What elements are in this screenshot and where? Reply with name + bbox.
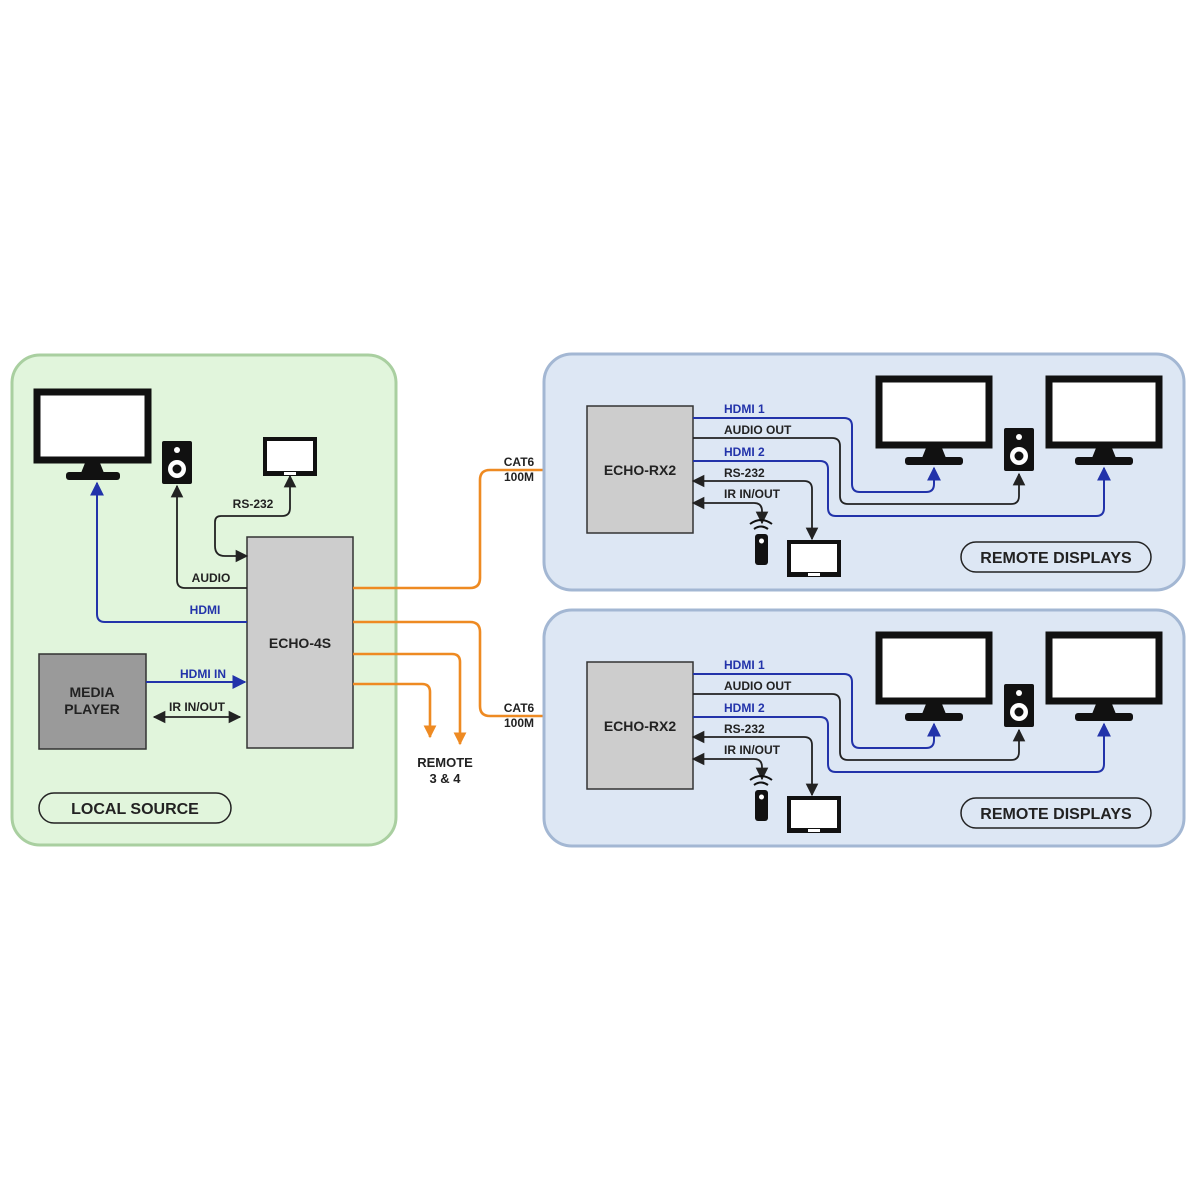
hdmi2-label: HDMI 2 bbox=[724, 445, 765, 459]
cat6-link-2 bbox=[353, 620, 584, 723]
echo-rx2-unit bbox=[586, 661, 694, 790]
hdmi-label: HDMI bbox=[190, 603, 221, 617]
monitor-icon bbox=[875, 631, 993, 721]
hdmi2-line bbox=[693, 460, 1111, 517]
audio-out-label: AUDIO OUT bbox=[724, 679, 792, 693]
cat6-length-2: 100M bbox=[504, 716, 534, 730]
cat6-links: CAT6 100M CAT6 100M REMOTE 3 & 4 bbox=[353, 455, 584, 786]
rs232-line bbox=[691, 474, 819, 541]
rs232-label: RS-232 bbox=[724, 722, 765, 736]
remote-out-label-1: REMOTE bbox=[417, 755, 473, 770]
monitor-icon bbox=[875, 375, 993, 465]
cat6-length-1: 100M bbox=[504, 470, 534, 484]
hdmi2-line bbox=[693, 716, 1111, 773]
ir-line bbox=[691, 496, 769, 525]
ir-label: IR IN/OUT bbox=[724, 487, 781, 501]
audio-label: AUDIO bbox=[192, 571, 231, 585]
hdmi1-label: HDMI 1 bbox=[724, 658, 765, 672]
echo-4s-label: ECHO-4S bbox=[269, 635, 331, 651]
echo-rx2-unit bbox=[586, 405, 694, 534]
ir-label: IR IN/OUT bbox=[724, 743, 781, 757]
audio-out-line bbox=[693, 437, 1026, 505]
tablet-icon bbox=[787, 796, 841, 833]
local-source-pill bbox=[38, 792, 232, 824]
speaker-icon bbox=[162, 441, 192, 484]
monitor-icon bbox=[1045, 375, 1163, 465]
speaker-icon bbox=[1004, 428, 1034, 471]
audio-out-line bbox=[693, 693, 1026, 761]
remote-displays-pill bbox=[960, 797, 1152, 829]
ir-label: IR IN/OUT bbox=[169, 700, 226, 714]
cat6-link-3 bbox=[353, 652, 467, 746]
rs232-label: RS-232 bbox=[724, 466, 765, 480]
hdmi-line bbox=[90, 481, 247, 623]
echo-rx2-label: ECHO-RX2 bbox=[604, 462, 677, 478]
rs232-line bbox=[214, 474, 297, 563]
media-player-unit bbox=[38, 653, 147, 750]
monitor-icon bbox=[33, 388, 152, 480]
cat6-link-4 bbox=[353, 682, 437, 739]
hdmi2-label: HDMI 2 bbox=[724, 701, 765, 715]
speaker-icon bbox=[1004, 684, 1034, 727]
remote-displays-pill bbox=[960, 541, 1152, 573]
ir-line bbox=[691, 752, 769, 781]
remote-displays-panel-2: ECHO-RX2 HDMI 1 AUDIO OUT HDMI 2 RS-232 … bbox=[542, 608, 1186, 848]
ir-remote-icon bbox=[749, 519, 773, 565]
tablet-icon bbox=[787, 540, 841, 577]
media-player-label-2: PLAYER bbox=[64, 701, 120, 717]
hdmi-in-label: HDMI IN bbox=[180, 667, 226, 681]
remote-out-label-2: 3 & 4 bbox=[429, 771, 461, 786]
local-source-label: LOCAL SOURCE bbox=[71, 801, 199, 818]
rs232-label: RS-232 bbox=[233, 497, 274, 511]
ir-remote-icon bbox=[749, 775, 773, 821]
hdmi1-label: HDMI 1 bbox=[724, 402, 765, 416]
remote-displays-label: REMOTE DISPLAYS bbox=[980, 550, 1132, 567]
media-player-label-1: MEDIA bbox=[69, 684, 114, 700]
rs232-line bbox=[691, 730, 819, 797]
monitor-icon bbox=[1045, 631, 1163, 721]
hdmi1-line bbox=[693, 417, 941, 493]
audio-line bbox=[170, 484, 247, 589]
tablet-icon bbox=[263, 437, 317, 476]
audio-out-label: AUDIO OUT bbox=[724, 423, 792, 437]
remote-displays-panel-1: ECHO-RX2 HDMI 1 AUDIO OUT HDMI 2 RS-232 … bbox=[542, 352, 1186, 592]
hdmi1-line bbox=[693, 673, 941, 749]
cat6-link-1 bbox=[353, 463, 584, 590]
echo-4s-unit bbox=[246, 536, 354, 749]
local-source-panel: ECHO-4S MEDIA PLAYER RS-232 AUDIO HDMI H… bbox=[10, 353, 398, 847]
cat6-label-1: CAT6 bbox=[504, 455, 535, 469]
cat6-label-2: CAT6 bbox=[504, 701, 535, 715]
echo-rx2-label: ECHO-RX2 bbox=[604, 718, 677, 734]
remote-displays-label: REMOTE DISPLAYS bbox=[980, 806, 1132, 823]
